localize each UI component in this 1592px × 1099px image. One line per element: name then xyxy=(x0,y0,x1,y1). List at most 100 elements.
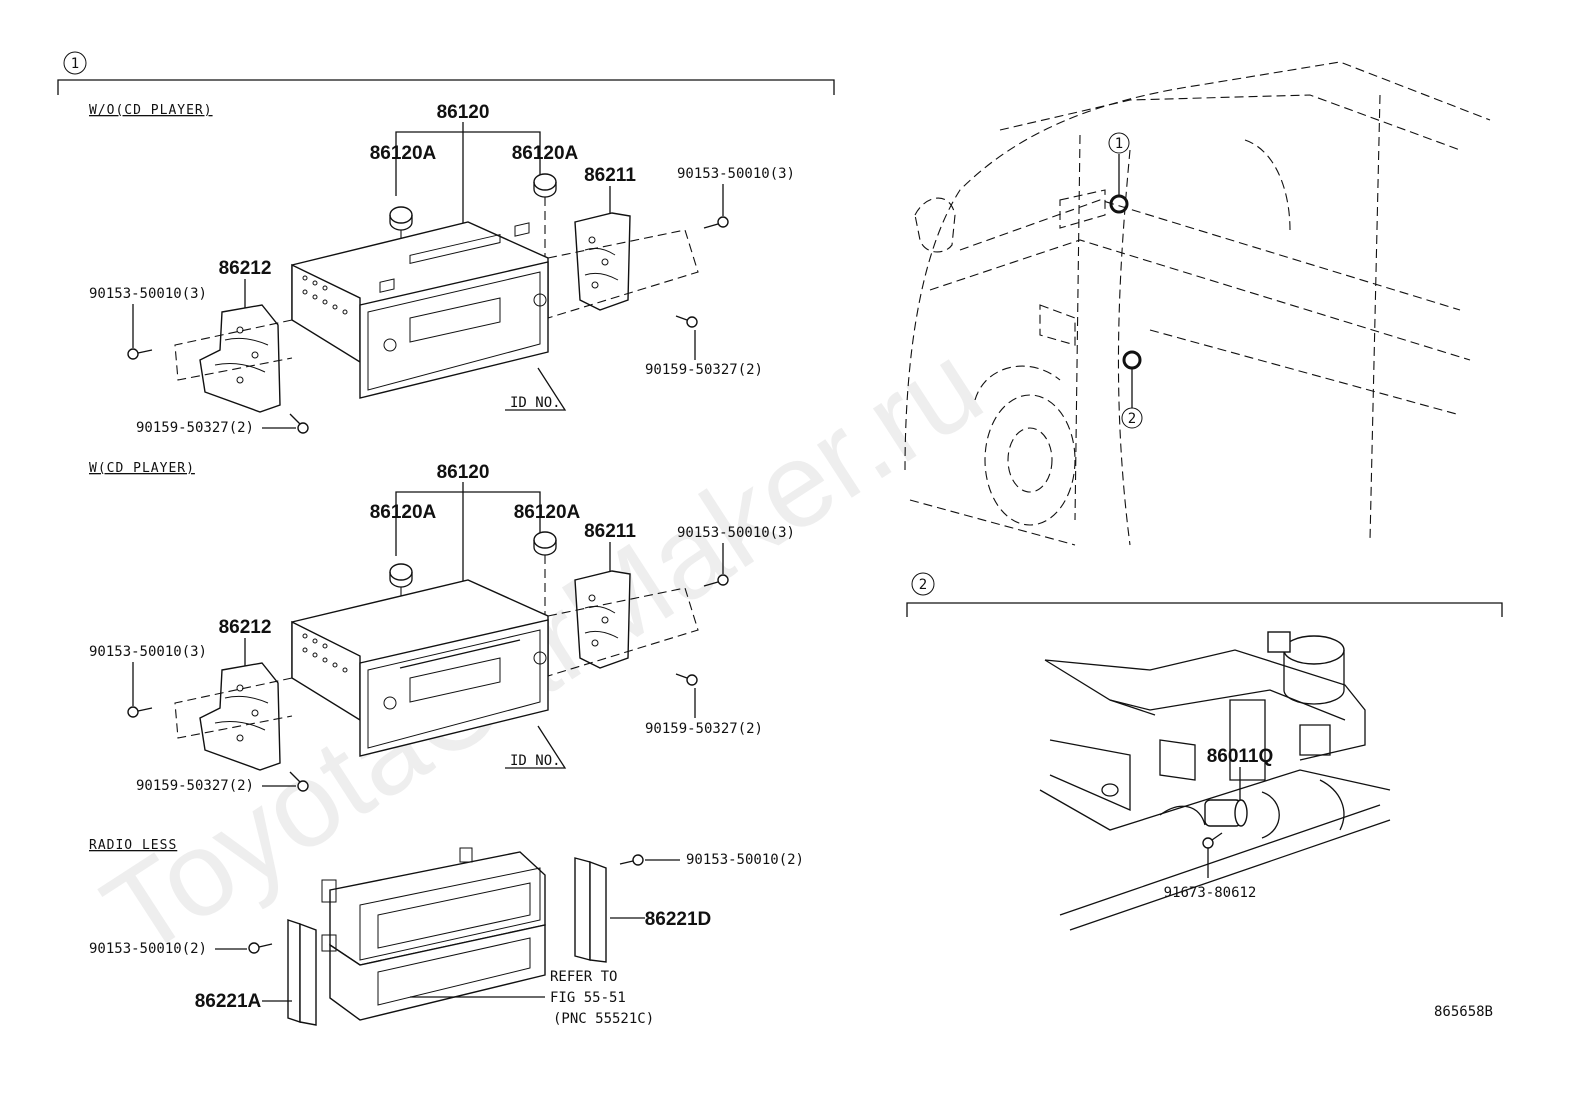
bracket-left-guide xyxy=(174,319,293,381)
label-bracket-left: 86212 xyxy=(219,258,272,279)
section-2: 2 86011Q xyxy=(906,572,1503,931)
knob-left xyxy=(389,206,413,231)
location-callout-1-circle xyxy=(1108,132,1130,154)
section-2-bracket xyxy=(906,602,1503,617)
bracket-left-cd xyxy=(199,662,281,771)
section-1-callout: 1 xyxy=(71,56,79,72)
location-callout-1: 1 xyxy=(1115,136,1123,152)
detail-rail-top xyxy=(1039,769,1391,831)
vehicle-seat xyxy=(1244,139,1291,231)
section-1: 1 xyxy=(57,51,835,95)
rear-vents xyxy=(302,275,348,315)
screw-section2 xyxy=(1202,832,1223,849)
screw-left-rl xyxy=(248,942,273,954)
vehicle-beltline xyxy=(959,199,1461,311)
knob-right xyxy=(533,173,557,198)
antenna-module xyxy=(1204,791,1280,839)
vehicle-door-handle xyxy=(1039,304,1076,346)
screw-top-right-cd xyxy=(703,574,729,587)
bracket-right-guide xyxy=(547,229,699,319)
label-screw-section2: 91673-80612 xyxy=(1164,885,1257,901)
refer-line-1: REFER TO xyxy=(550,969,617,985)
radio-receiver xyxy=(291,221,549,399)
bracket-right xyxy=(574,212,631,311)
vehicle-b-pillar xyxy=(1369,94,1381,541)
screw-left xyxy=(127,348,153,360)
detail-body-top xyxy=(1044,649,1366,761)
label-receiver-cd: 86120 xyxy=(437,462,490,483)
section-label-radio-less: RADIO LESS xyxy=(89,838,177,853)
group-w-cd: W(CD PLAYER) 86120 86120A 86120A xyxy=(89,461,795,794)
label-bolt-bottom: 90159-50327(2) xyxy=(136,420,254,436)
rear-vents-cd xyxy=(302,633,348,673)
location-callout-2-circle xyxy=(1121,407,1143,429)
bracket-left xyxy=(199,304,281,413)
vehicle-mirror xyxy=(914,197,956,253)
vehicle-dash-vent xyxy=(1059,189,1106,229)
screw-left-cd xyxy=(127,706,153,718)
refer-line-3: (PNC 55521C) xyxy=(553,1011,654,1027)
vehicle-rocker-line xyxy=(1149,329,1461,416)
vehicle-door-edge xyxy=(1117,149,1131,546)
section-1-bracket xyxy=(57,79,835,95)
label-id-no-cd: ID NO. xyxy=(510,753,561,769)
vehicle-overview: 1 2 xyxy=(904,61,1491,546)
cd-slot xyxy=(399,639,521,669)
label-panel-left: 86221A xyxy=(195,991,262,1012)
label-screw-left-cd: 90153-50010(3) xyxy=(89,644,207,660)
label-screw-right-rl: 90153-50010(2) xyxy=(686,852,804,868)
label-knob-left: 86120A xyxy=(370,143,437,164)
pocket-box xyxy=(321,847,546,1021)
label-knob-left-cd: 86120A xyxy=(370,502,437,523)
detail-clip-right xyxy=(1299,724,1331,756)
detail-bracket xyxy=(1229,699,1266,781)
detail-hole xyxy=(1101,783,1119,797)
vehicle-door-line xyxy=(929,239,1471,361)
detail-canister xyxy=(1267,631,1345,705)
vehicle-bottom xyxy=(909,499,1076,546)
vehicle-a-pillar xyxy=(1074,134,1081,521)
knob-right-cd xyxy=(533,531,557,556)
detail-clip-left xyxy=(1159,739,1196,781)
section-label-w-cd: W(CD PLAYER) xyxy=(89,461,195,476)
section-2-callout-circle xyxy=(911,572,935,596)
section-2-callout: 2 xyxy=(919,577,927,593)
label-knob-right-cd: 86120A xyxy=(514,502,581,523)
refer-line-2: FIG 55-51 xyxy=(550,990,626,1006)
bolt-bottom xyxy=(289,413,309,434)
label-receiver: 86120 xyxy=(437,102,490,123)
section-label-wo-cd: W/O(CD PLAYER) xyxy=(89,103,213,118)
label-screw-left-rl: 90153-50010(2) xyxy=(89,941,207,957)
label-id-no: ID NO. xyxy=(510,395,561,411)
panel-right xyxy=(574,857,607,963)
bracket-left-cd-guide xyxy=(174,677,293,739)
leader-id-no-cd xyxy=(505,725,567,769)
bracket-right-cd-guide xyxy=(547,587,699,677)
knob-left-cd xyxy=(389,563,413,588)
label-screw-top-right-cd: 90153-50010(3) xyxy=(677,525,795,541)
figure-id: 865658B xyxy=(1434,1004,1493,1020)
group-wo-cd: W/O(CD PLAYER) 86120 86120A 86120A xyxy=(89,102,795,436)
label-bolt-right-cd: 90159-50327(2) xyxy=(645,721,763,737)
bolt-right-cd xyxy=(675,673,698,686)
detail-body-mid xyxy=(1109,689,1346,721)
detail-rail-bottom-a xyxy=(1069,819,1391,931)
location-marker-2 xyxy=(1122,350,1142,370)
bolt-right xyxy=(675,315,698,328)
detail-hose xyxy=(1319,779,1345,831)
screw-right-rl xyxy=(619,854,644,866)
label-panel-right: 86221D xyxy=(645,909,712,930)
screw-top-right xyxy=(703,216,729,229)
label-bolt-right: 90159-50327(2) xyxy=(645,362,763,378)
label-antenna: 86011Q xyxy=(1207,746,1274,767)
antenna-area-detail xyxy=(1039,631,1391,931)
bolt-bottom-cd xyxy=(289,771,309,792)
group-radio-less: RADIO LESS 90153-50010(2) 86221D 90153-5… xyxy=(89,838,804,1027)
label-bracket-right-cd: 86211 xyxy=(584,521,636,542)
location-callout-2: 2 xyxy=(1128,411,1136,427)
detail-panel-left xyxy=(1049,739,1131,811)
label-screw-top-right: 90153-50010(3) xyxy=(677,166,795,182)
label-knob-right: 86120A xyxy=(512,143,579,164)
label-bracket-right: 86211 xyxy=(584,165,636,186)
